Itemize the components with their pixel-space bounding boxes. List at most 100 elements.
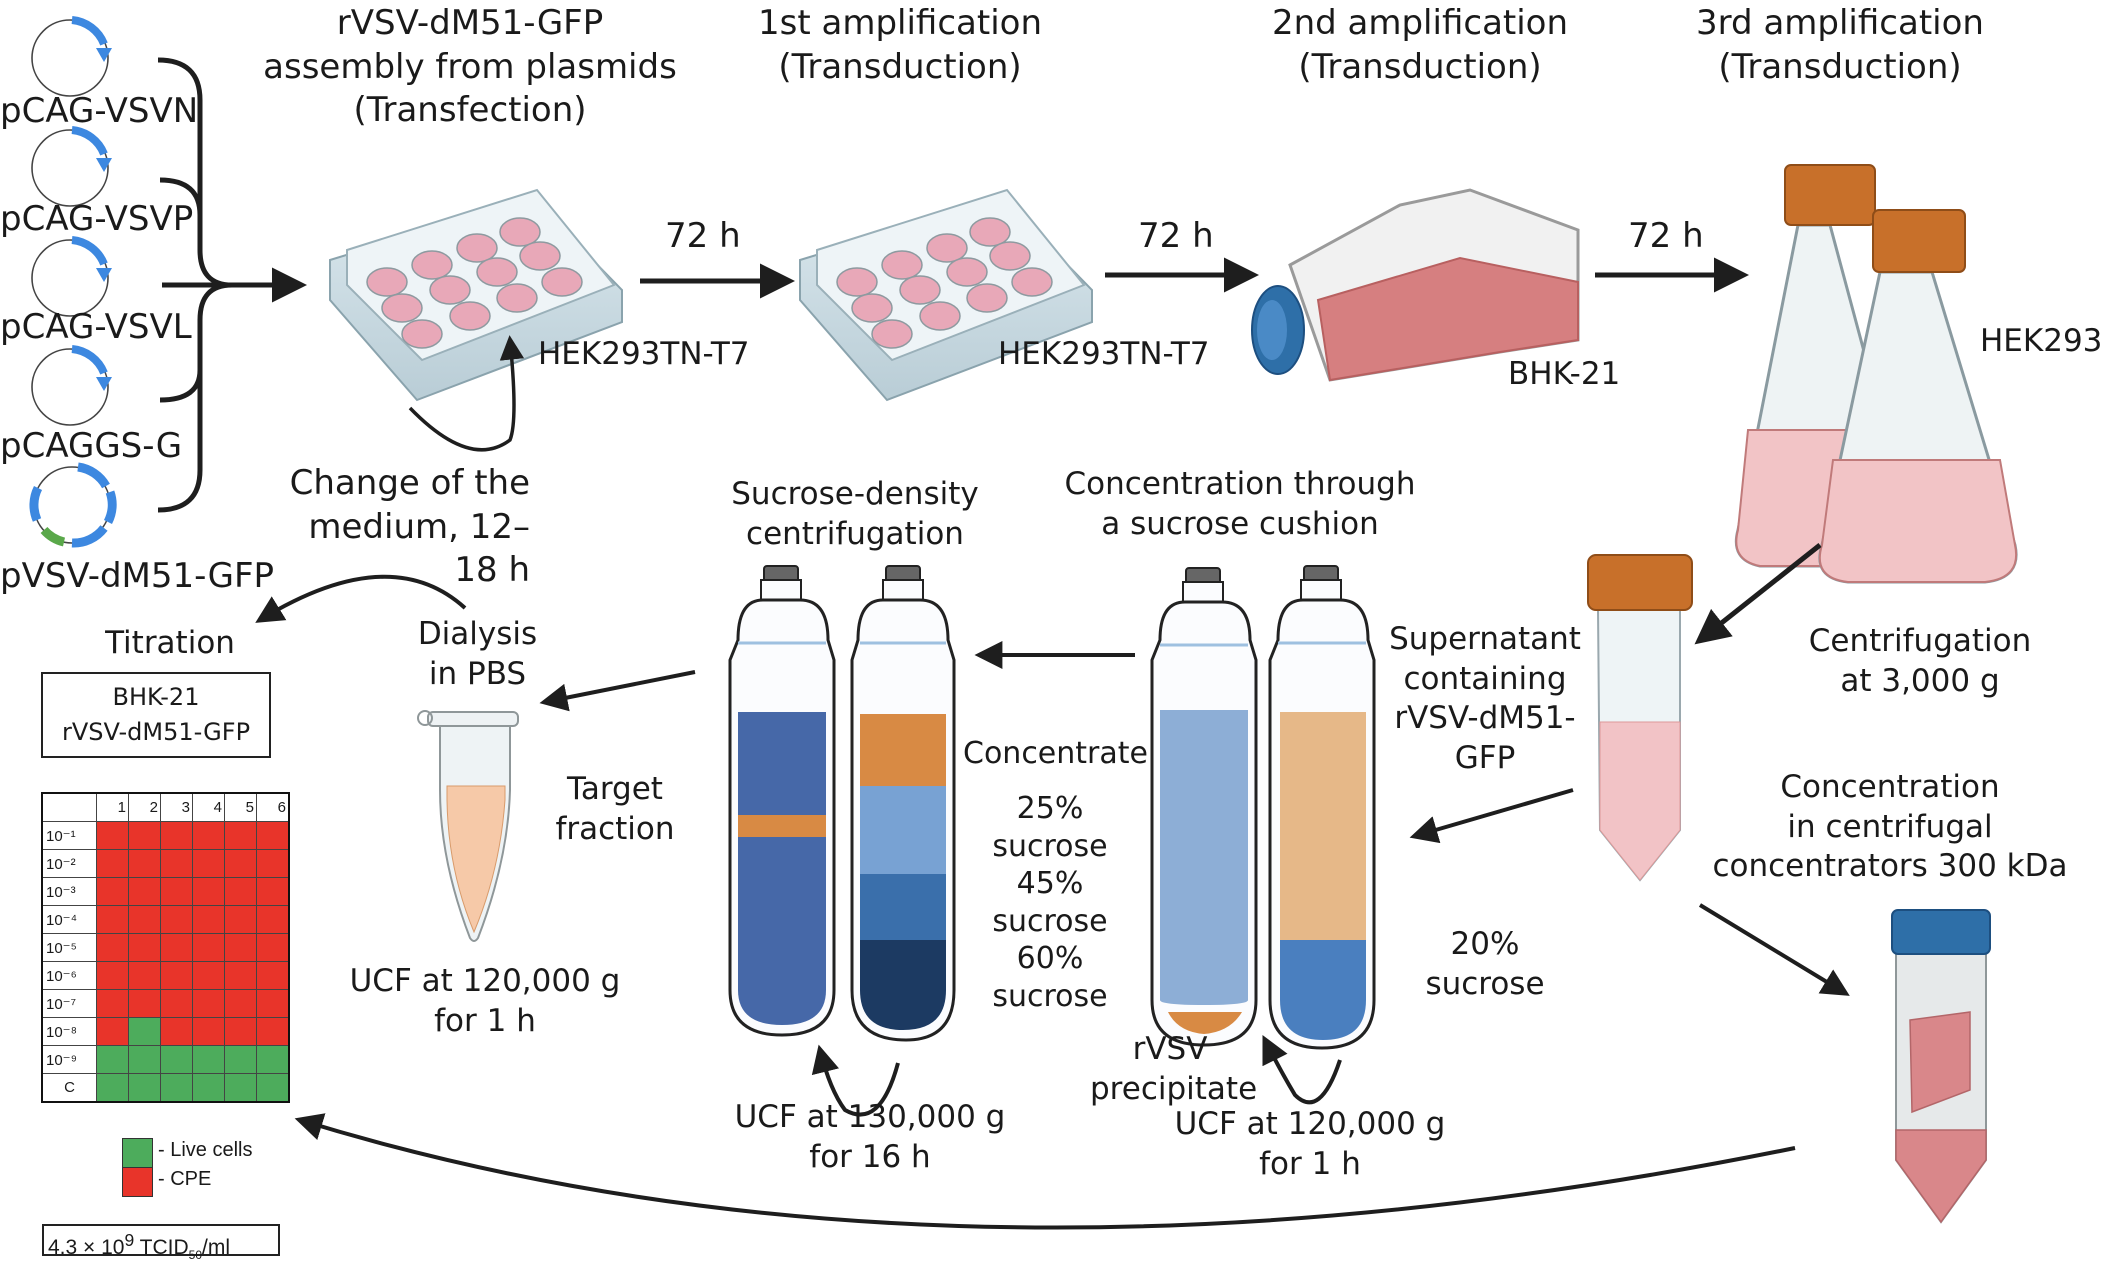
titration-title: Titration: [105, 625, 235, 661]
stage-title-amp2: 2nd amplification (Transduction): [1271, 3, 1569, 87]
gradient-tube-right-icon: [850, 565, 956, 1042]
plasmid-label-vsvp: pCAG-VSVP: [0, 199, 194, 239]
arrow-gradient-to-dialysis: [539, 670, 696, 712]
well-live: [160, 1045, 193, 1074]
arrow-flask-to-tube: [1694, 543, 1822, 645]
well-cpe: [224, 905, 257, 934]
grid-column-header: 1: [96, 792, 129, 822]
well-live: [224, 1045, 257, 1074]
well-cpe: [256, 821, 290, 850]
titer-subscript: 50: [188, 1248, 203, 1263]
grid-row-label: 10⁻³: [41, 877, 97, 906]
rvsv-precipitate-label: rVSV precipitate: [1090, 1031, 1258, 1107]
dialysis-label: Dialysis in PBS: [417, 616, 538, 692]
well-cpe: [128, 877, 161, 906]
grid-row: 10⁻²: [41, 849, 290, 878]
supernatant-label: Supernatant containing rVSV-dM51- GFP: [1389, 621, 1581, 777]
cushion-tube-left-icon: [1150, 567, 1258, 1047]
plasmid-label-vsvl: pCAG-VSVL: [0, 307, 192, 347]
well-cpe: [128, 933, 161, 962]
dialysis-ucf-label: UCF at 120,000 g for 1 h: [349, 963, 621, 1039]
titration-info-box: BHK-21 rVSV-dM51-GFP: [41, 672, 271, 758]
grid-row: 10⁻⁷: [41, 989, 290, 1018]
cell-line-amp1: HEK293TN-T7: [998, 336, 1210, 372]
well-cpe: [256, 933, 290, 962]
well-cpe: [192, 933, 225, 962]
legend-label-cpe: - CPE: [158, 1168, 212, 1190]
well-live: [96, 1045, 129, 1074]
well-cpe: [192, 1017, 225, 1046]
well-cpe: [224, 877, 257, 906]
well-cpe: [160, 877, 193, 906]
cushion-title: Concentration through a sucrose cushion: [1064, 466, 1416, 542]
grid-row-label: 10⁻⁴: [41, 905, 97, 934]
gradient-title: Sucrose-density centrifugation: [731, 476, 979, 552]
erlenmeyer-flask-front-icon: [1818, 209, 2018, 584]
well-cpe: [128, 849, 161, 878]
well-cpe: [224, 849, 257, 878]
well-cpe: [192, 821, 225, 850]
microtube-dialysis-icon: [417, 710, 519, 942]
grid-row: 10⁻⁹: [41, 1045, 290, 1074]
well-live: [160, 1073, 193, 1103]
well-cpe: [256, 961, 290, 990]
legend-label-live: - Live cells: [158, 1139, 253, 1161]
well-cpe: [160, 905, 193, 934]
well-cpe: [128, 905, 161, 934]
gradient-layer-sucrose: 25% sucrose 45% sucrose 60% sucrose: [992, 791, 1108, 1014]
well-cpe: [224, 961, 257, 990]
interval-label-3: 72 h: [1628, 216, 1704, 256]
grid-column-header: 4: [192, 792, 225, 822]
titer-result-box: 4.3 × 109 TCID50/ml: [42, 1224, 280, 1262]
grid-row-label: 10⁻⁷: [41, 989, 97, 1018]
plasmid-vsvl-icon: [31, 236, 112, 317]
well-cpe: [256, 905, 290, 934]
well-live: [256, 1045, 290, 1074]
stage-title-amp3: 3rd amplification (Transduction): [1696, 3, 1984, 87]
grid-row: 10⁻⁸: [41, 1017, 290, 1046]
arrow-tube-to-concentrator: [1698, 903, 1850, 996]
well-cpe: [224, 989, 257, 1018]
concentrators-label: Concentration in centrifugal concentrato…: [1712, 769, 2068, 885]
grid-row-label: 10⁻⁶: [41, 961, 97, 990]
cell-line-assembly: HEK293TN-T7: [538, 336, 750, 372]
well-cpe: [96, 821, 129, 850]
grid-row: 10⁻¹: [41, 821, 290, 850]
plasmid-vsvn-icon: [31, 16, 112, 97]
well-cpe: [96, 989, 129, 1018]
centrifugal-concentrator-icon: [1891, 909, 1991, 1224]
target-fraction-label: Target fraction: [555, 771, 675, 847]
titer-tail: /ml: [202, 1236, 231, 1259]
well-cpe: [96, 933, 129, 962]
interval-label-2: 72 h: [1138, 216, 1214, 256]
grid-row-label: C: [41, 1073, 97, 1103]
well-cpe: [224, 933, 257, 962]
grid-column-header: 3: [160, 792, 193, 822]
grid-row-label: 10⁻¹: [41, 821, 97, 850]
well-cpe: [160, 933, 193, 962]
stage-title-amp1: 1st amplification (Transduction): [758, 3, 1042, 87]
grid-row-label: 10⁻⁹: [41, 1045, 97, 1074]
grid-row: 10⁻⁴: [41, 905, 290, 934]
plasmid-merge-bracket: [157, 57, 307, 513]
well-cpe: [192, 877, 225, 906]
grid-column-header: 2: [128, 792, 161, 822]
cushion-layer-label: 20% sucrose: [1425, 926, 1545, 1002]
return-arrow-to-titration: [294, 1113, 1796, 1230]
well-plate-transfection: [329, 188, 623, 402]
well-cpe: [256, 1017, 290, 1046]
well-cpe: [224, 821, 257, 850]
well-cpe: [128, 961, 161, 990]
medium-change-arrow: [408, 335, 525, 452]
well-cpe: [192, 849, 225, 878]
legend-swatch-live: [122, 1138, 153, 1168]
well-cpe: [192, 989, 225, 1018]
culture-flask-icon: [1251, 188, 1580, 382]
grid-column-header: 5: [224, 792, 257, 822]
interval-label-1: 72 h: [665, 216, 741, 256]
grid-row: 10⁻³: [41, 877, 290, 906]
well-live: [192, 1045, 225, 1074]
centrifugation-label: Centrifugation at 3,000 g: [1808, 623, 2032, 699]
